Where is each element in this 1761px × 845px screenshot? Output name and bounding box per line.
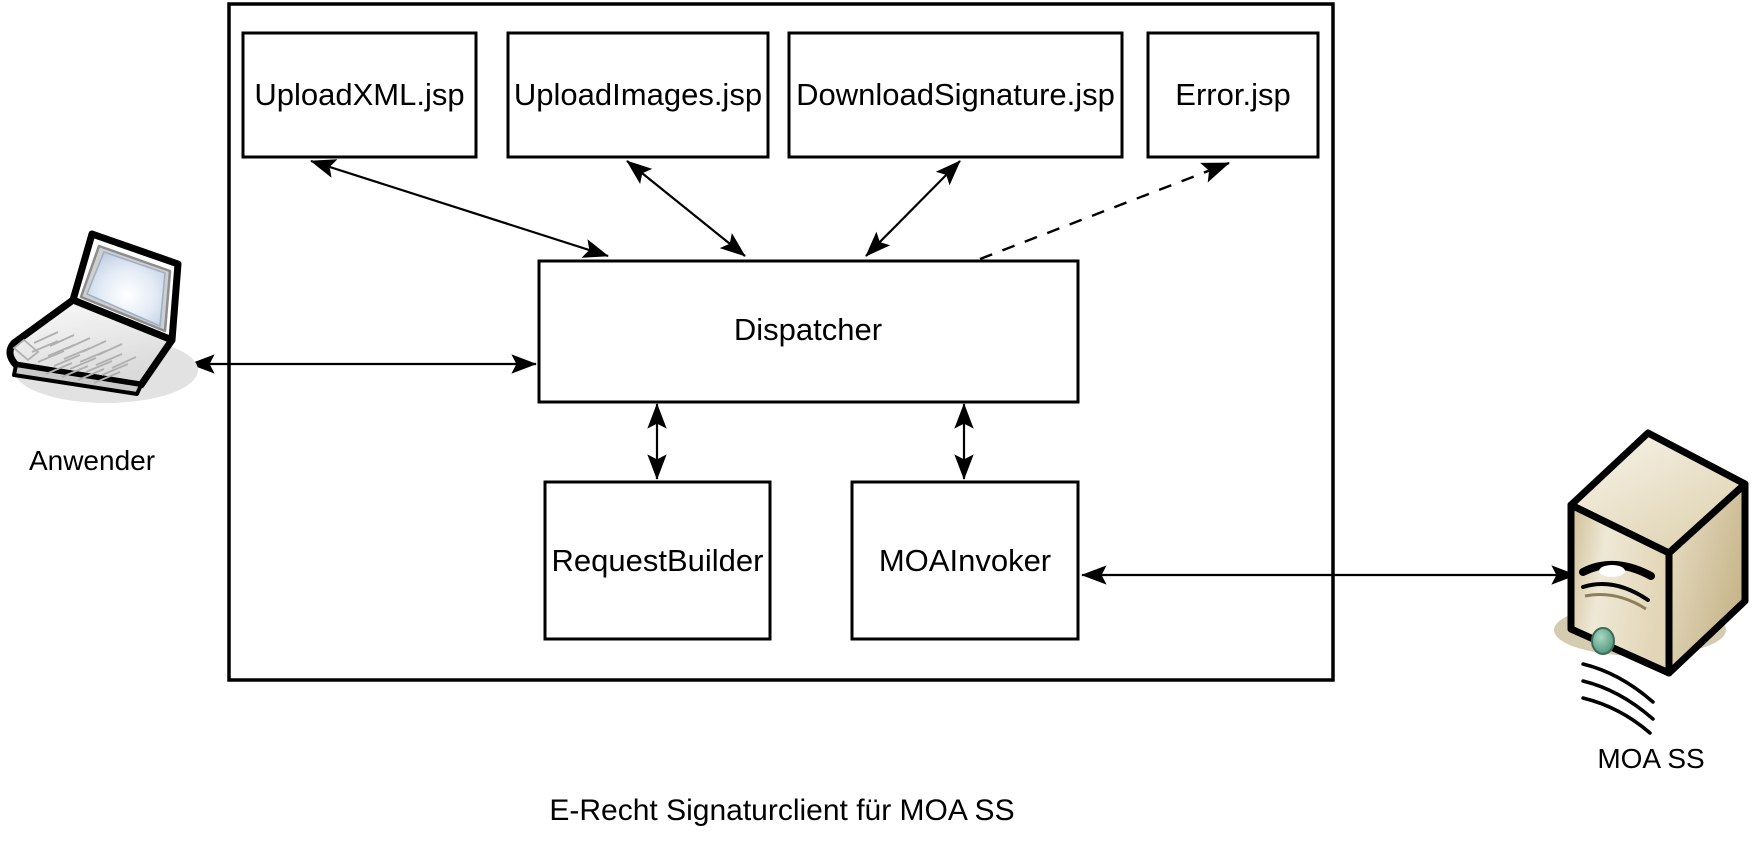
laptop-icon — [6, 230, 198, 403]
connection-dispatcher-uploadimages — [626, 160, 746, 257]
server-icon — [1554, 429, 1749, 735]
connection-dispatcher-error — [979, 161, 1230, 261]
node-error-box[interactable] — [1146, 31, 1320, 159]
server-label-moass: MOA SS — [1597, 743, 1704, 774]
node-error-label: Error.jsp — [1175, 77, 1290, 112]
connection-dispatcher-uploadxml — [310, 159, 609, 258]
laptop-front-lip — [12, 363, 143, 396]
node-requestbuilder-label: RequestBuilder — [552, 543, 764, 578]
node-moainvoker[interactable]: MOAInvoker — [850, 480, 1080, 641]
node-dispatcher-label: Dispatcher — [734, 312, 882, 347]
node-uploadimages-label: UploadImages.jsp — [514, 77, 762, 112]
server-vents — [1581, 662, 1655, 735]
server-drive-slot-bottom — [1581, 582, 1650, 602]
server-drive-eject — [1599, 565, 1625, 577]
node-dispatcher[interactable]: Dispatcher — [537, 259, 1080, 404]
laptop-keys — [12, 331, 137, 384]
node-requestbuilder-box[interactable] — [543, 480, 772, 641]
node-uploadxml[interactable]: UploadXML.jsp — [241, 31, 478, 159]
diagram-caption: E-Recht Signaturclient für MOA SS — [549, 794, 1014, 827]
laptop-label-anwender: Anwender — [29, 445, 155, 476]
laptop-screen — [85, 250, 166, 328]
node-uploadimages[interactable]: UploadImages.jsp — [506, 31, 770, 159]
connection-dispatcher-downloadsignature — [865, 160, 961, 257]
server-power-led — [1591, 627, 1615, 655]
node-moainvoker-box[interactable] — [850, 480, 1080, 641]
node-downloadsignature-label: DownloadSignature.jsp — [796, 77, 1115, 112]
node-uploadxml-box[interactable] — [241, 31, 478, 159]
node-requestbuilder[interactable]: RequestBuilder — [543, 480, 772, 641]
node-moainvoker-label: MOAInvoker — [879, 543, 1051, 578]
server-drive-slot-top — [1579, 560, 1655, 580]
node-downloadsignature[interactable]: DownloadSignature.jsp — [787, 31, 1124, 159]
server-drive-edge — [1584, 593, 1647, 611]
node-dispatcher-box[interactable] — [537, 259, 1080, 404]
node-uploadxml-label: UploadXML.jsp — [254, 77, 464, 112]
node-downloadsignature-box[interactable] — [787, 31, 1124, 159]
connections-layer: Error.jsp (dashed, single direction) --> — [189, 159, 1577, 585]
node-uploadimages-box[interactable] — [506, 31, 770, 159]
node-error[interactable]: Error.jsp — [1146, 31, 1320, 159]
